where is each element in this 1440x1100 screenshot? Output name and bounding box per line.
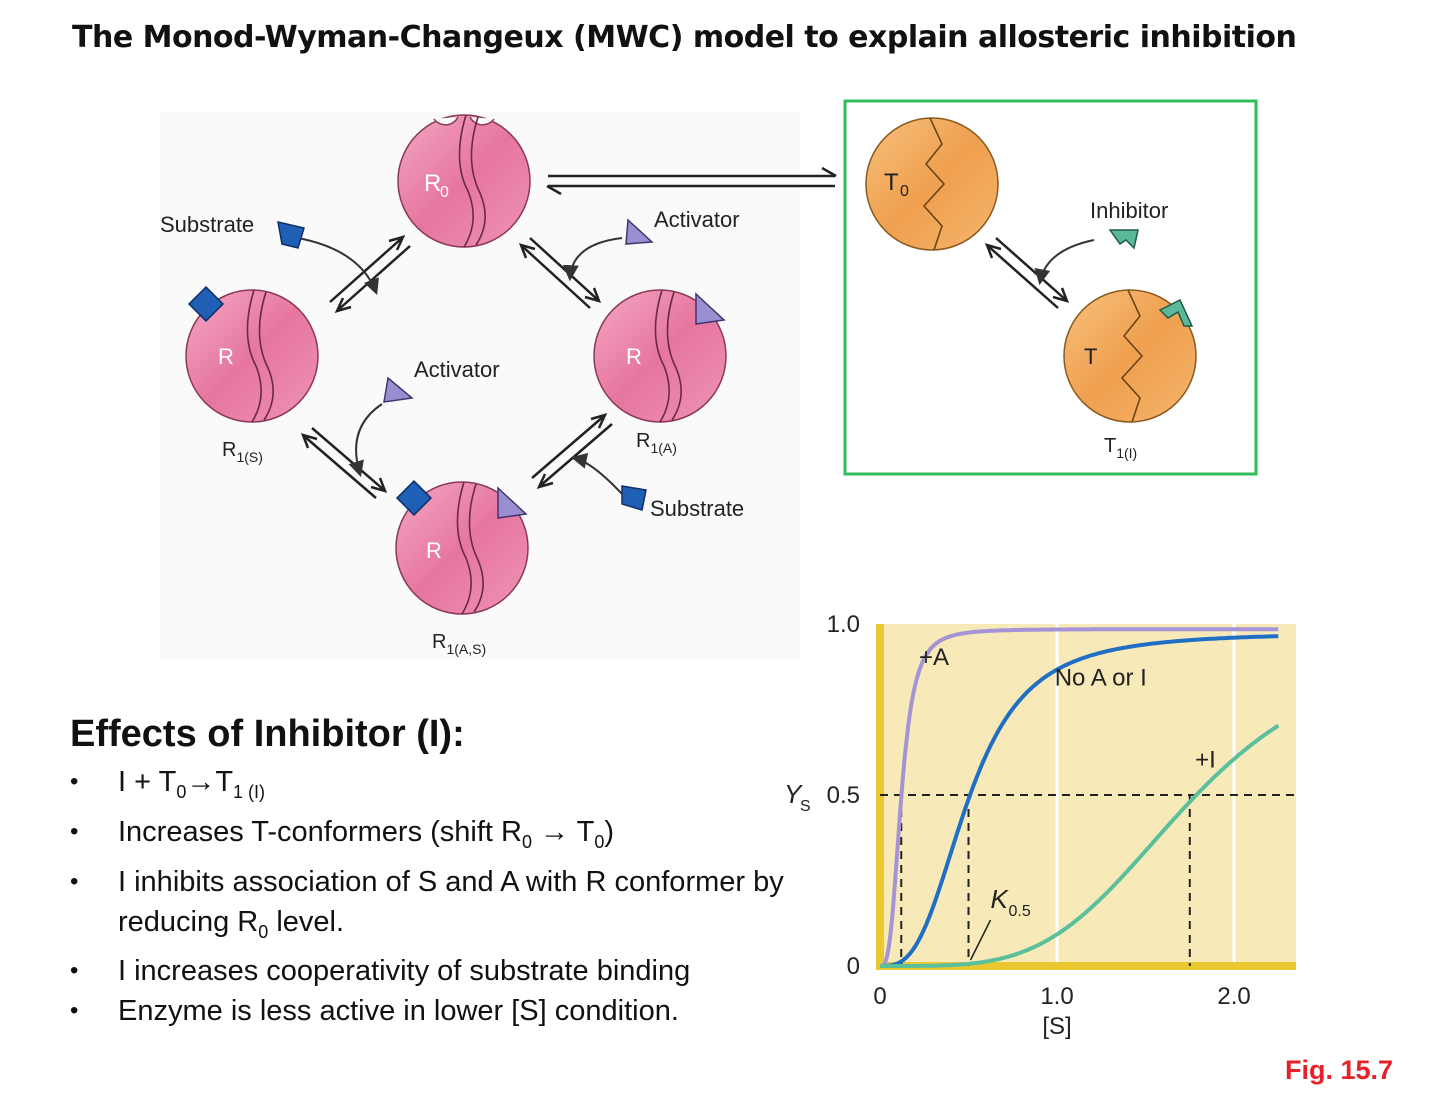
effects-item: I + T0→T1 (I) xyxy=(70,762,790,812)
substrate-icon xyxy=(621,485,647,511)
substrate-label-bottom: Substrate xyxy=(650,496,744,521)
effects-heading: Effects of Inhibitor (I): xyxy=(70,713,465,755)
binding-arrow-substrate-bottom xyxy=(570,452,623,495)
activator-icon xyxy=(625,218,654,245)
chart-series-label: +A xyxy=(919,644,949,671)
activator-bound-icon xyxy=(497,486,528,519)
activator-icon xyxy=(383,376,414,403)
r1as-letter: R xyxy=(426,538,442,563)
r1as-enzyme-icon: R xyxy=(395,479,529,615)
t0-subscript: 0 xyxy=(900,183,909,200)
r1a-letter: R xyxy=(626,344,642,369)
binding-arrow-substrate-top xyxy=(297,237,379,295)
binding-arrow-activator-mid xyxy=(348,403,383,478)
inhibitor-bound-icon xyxy=(1158,298,1194,327)
chart-x-tick-label: 1.0 xyxy=(1040,983,1073,1010)
r1as-caption: R1(A,S) xyxy=(432,631,486,657)
effects-item-text: ) xyxy=(604,815,614,848)
r0-enzyme-icon: R 0 xyxy=(397,114,531,248)
r1a-enzyme-icon: R xyxy=(593,289,727,423)
t1-letter: T xyxy=(1084,344,1097,369)
equilibrium-arrow-t0-t1 xyxy=(984,237,1070,309)
activator-label-top: Activator xyxy=(654,207,740,232)
chart-x-tick-label: 2.0 xyxy=(1217,983,1250,1010)
effects-item-text: Enzyme is less active in lower [S] condi… xyxy=(118,995,679,1028)
effects-item-text: level. xyxy=(268,905,345,938)
r1s-caption: R1(S) xyxy=(222,439,263,465)
chart-series-label: +I xyxy=(1195,747,1216,774)
chart-series-line xyxy=(880,634,1279,968)
chart-k-label: K xyxy=(991,884,1010,914)
effects-item-subscript: 0 xyxy=(594,831,605,852)
inhibitor-icon xyxy=(1108,229,1139,250)
inhibitor-label: Inhibitor xyxy=(1090,198,1168,223)
chart-series-line xyxy=(880,723,1280,968)
chart-y-tick-label: 0 xyxy=(847,953,860,980)
effects-item-subscript: 1 (I) xyxy=(233,781,266,802)
t0-enzyme-icon: T 0 xyxy=(865,117,999,251)
substrate-bound-icon xyxy=(187,285,225,323)
activator-bound-icon xyxy=(695,292,726,325)
chart-k-label-subscript: 0.5 xyxy=(1009,903,1031,920)
effects-item-text: I + T xyxy=(118,766,177,798)
t0-letter: T xyxy=(884,169,899,196)
chart-series-line xyxy=(879,627,1279,968)
effects-item: Enzyme is less active in lower [S] condi… xyxy=(70,991,790,1031)
equilibrium-arrow-r0-t0 xyxy=(546,166,837,196)
effects-item-text: I inhibits association of S and A with R… xyxy=(118,865,784,938)
substrate-bound-icon xyxy=(395,479,433,517)
activator-label-mid: Activator xyxy=(414,357,500,382)
t1-caption: T1(I) xyxy=(1104,435,1137,461)
chart-k-pointer xyxy=(969,919,992,961)
effects-item-subscript: 0 xyxy=(258,921,269,942)
r0-subscript: 0 xyxy=(440,184,449,201)
effects-item-subscript: 0 xyxy=(176,781,187,802)
r0-letter: R xyxy=(424,170,441,197)
equilibrium-arrow-r1s-r1as xyxy=(300,427,388,499)
r1a-caption: R1(A) xyxy=(636,430,677,456)
binding-arrow-activator-top xyxy=(562,237,623,282)
effects-item: I increases cooperativity of substrate b… xyxy=(70,951,790,991)
t1-enzyme-icon: T xyxy=(1063,289,1197,423)
figure-label: Fig. 15.7 xyxy=(1285,1055,1394,1085)
r1s-letter: R xyxy=(218,344,234,369)
chart-y-tick-label: 1.0 xyxy=(827,611,860,638)
effects-item-text: I increases cooperativity of substrate b… xyxy=(118,955,691,988)
chart-series-label: No A or I xyxy=(1055,665,1147,692)
effects-list: I + T0→T1 (I)Increases T-conformers (shi… xyxy=(70,762,790,1031)
r1s-enzyme-icon: R xyxy=(185,285,319,423)
chart-y-axis-label-subscript: S xyxy=(800,798,811,815)
chart-y-tick-label: 0.5 xyxy=(827,782,860,809)
page-title: The Monod-Wyman-Changeux (MWC) model to … xyxy=(72,20,1297,55)
binding-arrow-inhibitor xyxy=(1034,239,1095,286)
effects-item-text: →T xyxy=(186,766,234,798)
effects-item-text: Increases T-conformers (shift R xyxy=(118,815,522,848)
chart-x-tick-label: 0 xyxy=(873,983,886,1010)
substrate-icon xyxy=(277,221,305,249)
effects-item-text: → T xyxy=(532,815,595,848)
effects-item-subscript: 0 xyxy=(521,831,532,852)
substrate-label-top: Substrate xyxy=(160,212,254,237)
chart-x-axis-label: [S] xyxy=(1042,1013,1071,1040)
effects-item: Increases T-conformers (shift R0 → T0) xyxy=(70,812,790,862)
effects-item: I inhibits association of S and A with R… xyxy=(70,862,790,952)
